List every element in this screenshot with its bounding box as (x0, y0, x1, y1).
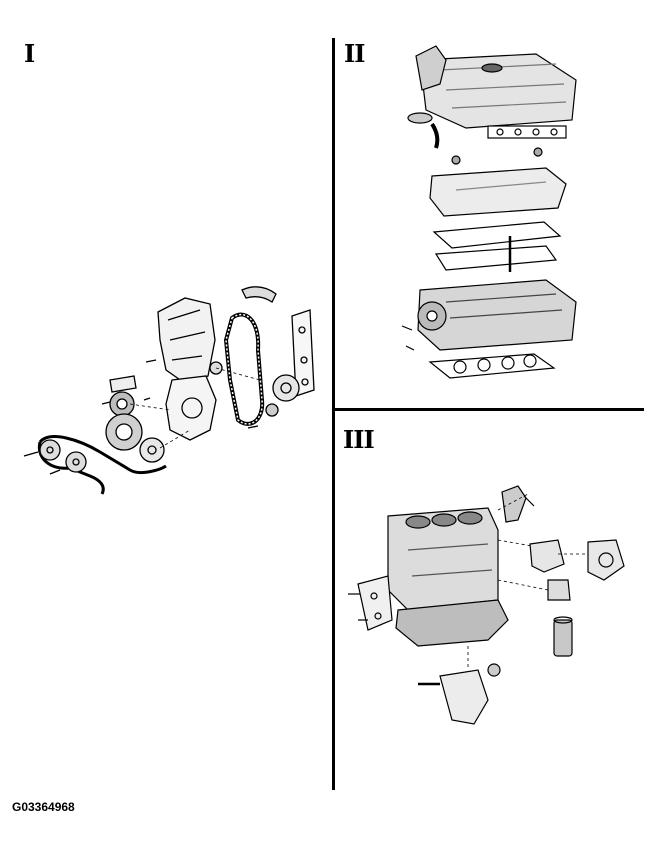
engine-block-accessories-illustration (348, 480, 638, 740)
figure-code: G03364968 (12, 800, 75, 814)
timing-belt-assembly-illustration (10, 280, 330, 510)
panel-divider-vertical (332, 38, 335, 790)
panel-1-numeral: I (24, 39, 35, 68)
panel-2-numeral: II (344, 39, 365, 68)
panel-3-numeral: III (343, 425, 375, 454)
cylinder-head-intake-illustration (396, 40, 596, 390)
panel-divider-horizontal (334, 408, 644, 411)
